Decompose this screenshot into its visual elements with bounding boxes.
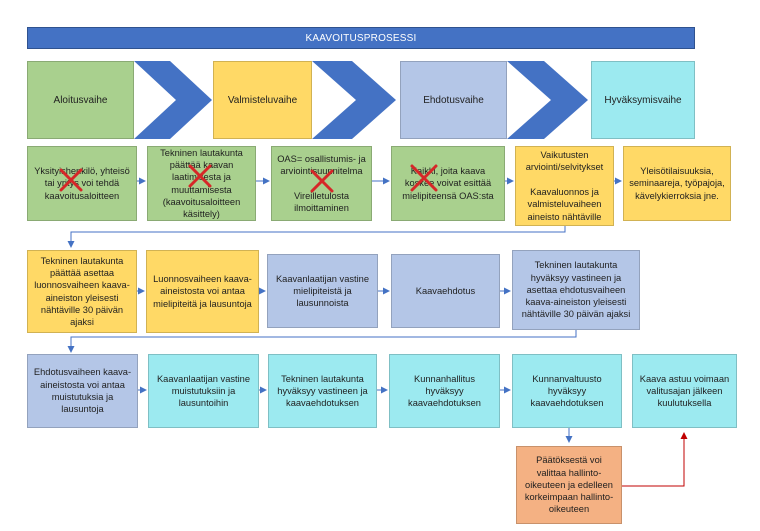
- step-voimaantulo: Kaava astuu voimaan valitusajan jälkeen …: [632, 354, 737, 428]
- chevron-2-icon: [312, 61, 396, 139]
- connector-appeal-to-final: [622, 432, 688, 487]
- step-muistutukset: Ehdotusvaiheen kaava-aineistosta voi ant…: [27, 354, 138, 428]
- step-oas: OAS= osallistumis- ja arviointisuunnitel…: [271, 146, 372, 221]
- step-lautakunta-hyvaksyy: Tekninen lautakunta hyväksyy vastineen j…: [268, 354, 377, 428]
- step-laatimispaatos: Tekninen lautakunta päättää kaavan laati…: [147, 146, 256, 221]
- step-yleisotilaisuudet: Yleisötilaisuuksia, seminaareja, työpajo…: [623, 146, 731, 221]
- process-banner: KAAVOITUSPROSESSI: [27, 27, 695, 49]
- banner-title: KAAVOITUSPROSESSI: [305, 32, 417, 44]
- step-luonnos-mielipiteet: Luonnosvaiheen kaava-aineistosta voi ant…: [146, 250, 259, 333]
- phase-valmisteluvaihe: Valmisteluvaihe: [213, 61, 312, 139]
- cross-out-icon: [59, 168, 83, 192]
- cross-out-icon: [188, 164, 212, 188]
- step-valitus: Päätöksestä voi valittaa hallinto-oikeut…: [516, 446, 622, 524]
- chevron-3-icon: [507, 61, 588, 139]
- connector-row2-row3: [67, 330, 577, 353]
- step-ehdotus-nahtaville: Tekninen lautakunta hyväksyy vastineen j…: [512, 250, 640, 330]
- step-luonnos-paatos: Tekninen lautakunta päättää asettaa luon…: [27, 250, 137, 333]
- cross-out-icon: [310, 169, 334, 193]
- step-kunnanhallitus: Kunnanhallitus hyväksyy kaavaehdotuksen: [389, 354, 500, 428]
- step-kaavaehdotus: Kaavaehdotus: [391, 254, 500, 328]
- connector-row1-row2: [67, 226, 566, 248]
- step-vastine-luonnos: Kaavanlaatijan vastine mielipiteistä ja …: [267, 254, 378, 328]
- step-vastine-muistutukset: Kaavanlaatijan vastine muistutuksiin ja …: [148, 354, 259, 428]
- chevron-1-icon: [134, 61, 212, 139]
- step-kunnanvaltuusto: Kunnanvaltuusto hyväksyy kaavaehdotuksen: [512, 354, 622, 428]
- phase-hyvaksymisvaihe: Hyväksymisvaihe: [591, 61, 695, 139]
- step-aloite: Yksityishenkilö, yhteisö tai yritys voi …: [27, 146, 137, 221]
- phase-ehdotusvaihe: Ehdotusvaihe: [400, 61, 507, 139]
- phase-aloitusvaihe: Aloitusvaihe: [27, 61, 134, 139]
- step-luonnos-nahtaville: Vaikutusten arviointi/selvitykset Kaaval…: [515, 146, 614, 226]
- cross-out-icon: [410, 164, 438, 192]
